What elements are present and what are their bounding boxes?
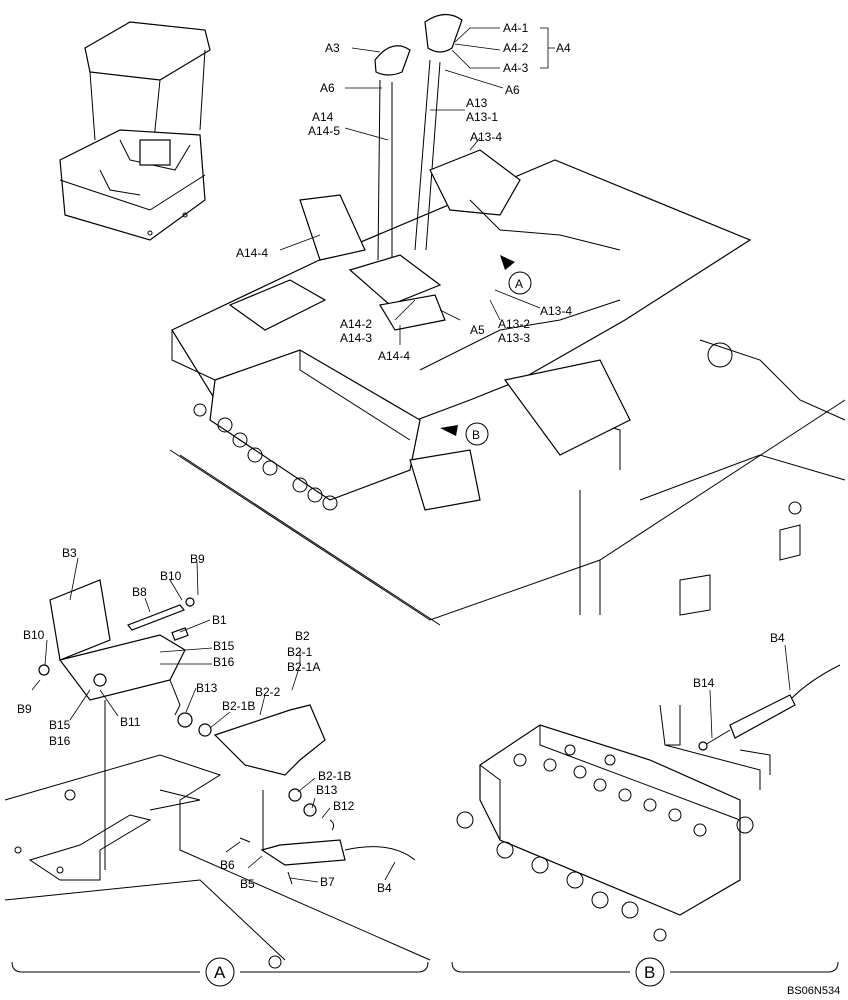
label-a13-3: A13-3 — [498, 331, 530, 345]
valve-fittings-upper — [193, 403, 338, 511]
callout-b-label: B — [472, 428, 480, 442]
callout-a-circle — [508, 271, 532, 295]
label-b9-left: B9 — [17, 702, 32, 716]
label-a5: A5 — [470, 323, 485, 337]
label-a14-5: A14-5 — [308, 124, 340, 138]
label-a13-1: A13-1 — [466, 110, 498, 124]
label-b5: B5 — [240, 877, 255, 891]
label-a6-left: A6 — [320, 81, 335, 95]
label-a4-3: A4-3 — [503, 61, 529, 75]
detail-a-caption: A — [11, 957, 429, 987]
detail-b-title: B — [644, 963, 655, 982]
label-b6: B6 — [220, 858, 235, 872]
label-a14-4-bottom: A14-4 — [378, 349, 410, 363]
label-b16-top: B16 — [213, 655, 235, 669]
label-b4-left: B4 — [377, 881, 392, 895]
label-b10-left: B10 — [23, 628, 45, 642]
label-b10-top: B10 — [160, 569, 182, 583]
label-b2-1: B2-1 — [287, 645, 313, 659]
label-b13-top: B13 — [196, 681, 218, 695]
label-a14: A14 — [312, 110, 334, 124]
excavator-inset-illustration — [59, 21, 211, 241]
label-a13-4-top: A13-4 — [470, 130, 502, 144]
label-a4: A4 — [556, 41, 571, 55]
detail-a-circle — [205, 957, 235, 987]
main-assembly-labels: A4-1 A4-2 A4 A4-3 A3 A6 A6 A13 A13-1 A14… — [236, 21, 572, 446]
label-b16-left: B16 — [49, 734, 71, 748]
label-b3: B3 — [62, 546, 77, 560]
callout-a-label: A — [515, 277, 523, 291]
detail-a-illustration — [4, 557, 431, 969]
label-b2-1b-bottom: B2-1B — [318, 769, 351, 783]
label-b2-1b-top: B2-1B — [222, 699, 255, 713]
label-b2-1a: B2-1A — [287, 660, 320, 674]
valve-fittings-detail-b — [456, 811, 754, 942]
label-a4-2: A4-2 — [503, 41, 529, 55]
detail-a-title: A — [214, 963, 226, 982]
label-b15-top: B15 — [213, 639, 235, 653]
detail-b-labels: B4 B14 — [693, 631, 785, 690]
label-a6-right: A6 — [505, 83, 520, 97]
detail-a-labels: B3 B9 B10 B8 B1 B10 B15 B16 B2 B2-1 B2-1… — [17, 546, 392, 895]
label-a14-2: A14-2 — [340, 317, 372, 331]
detail-b-illustration — [456, 644, 841, 942]
label-b14: B14 — [693, 676, 715, 690]
label-b12: B12 — [333, 799, 355, 813]
label-b9-top: B9 — [190, 552, 205, 566]
label-b2-2: B2-2 — [255, 685, 281, 699]
label-b13-bottom: B13 — [316, 783, 338, 797]
label-a13: A13 — [466, 96, 488, 110]
label-b7: B7 — [320, 875, 335, 889]
label-b11: B11 — [120, 715, 141, 729]
label-b15-left: B15 — [49, 718, 71, 732]
label-a13-2: A13-2 — [498, 317, 530, 331]
detail-b-caption: B — [451, 957, 839, 987]
drawing-code: BS06N534 — [787, 985, 840, 997]
main-frame-illustration — [169, 13, 846, 626]
label-b8: B8 — [132, 585, 147, 599]
label-a4-1: A4-1 — [503, 21, 529, 35]
label-b2: B2 — [295, 629, 310, 643]
label-b1: B1 — [212, 613, 227, 627]
callout-b-circle — [465, 422, 489, 446]
label-a14-3: A14-3 — [340, 331, 372, 345]
label-a14-4-left: A14-4 — [236, 246, 268, 260]
detail-b-circle — [635, 957, 665, 987]
valve-bolts-detail-b — [513, 744, 707, 837]
label-a3: A3 — [325, 41, 340, 55]
label-b4-right: B4 — [770, 631, 785, 645]
label-a13-4-right: A13-4 — [540, 304, 572, 318]
